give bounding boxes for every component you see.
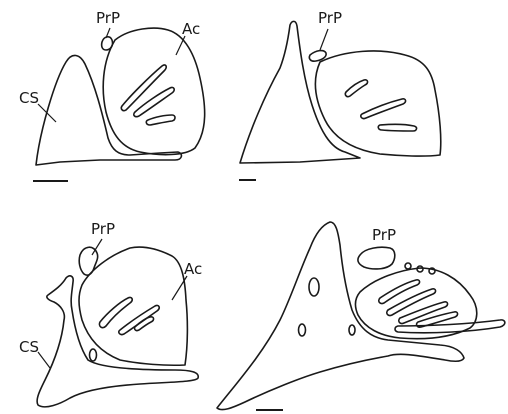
panel-top-right: PrP <box>239 9 441 180</box>
label-cs: CS <box>19 338 39 356</box>
cs-foramen-3 <box>349 325 355 335</box>
label-ac: Ac <box>184 260 202 278</box>
cs-leader <box>38 104 56 122</box>
label-prp: PrP <box>91 220 115 238</box>
ac-outline <box>315 51 440 156</box>
ac-slit-1 <box>99 297 132 327</box>
ac-slit-1 <box>379 280 420 304</box>
label-cs: CS <box>19 89 39 107</box>
cs-foramen-1 <box>309 278 319 296</box>
ac-slit-2 <box>134 87 174 116</box>
cs-bone-outline <box>217 222 464 410</box>
prp-outline <box>102 37 113 50</box>
panel-bottom-left: PrP Ac CS <box>19 220 202 407</box>
ac-slit-3 <box>146 115 175 125</box>
label-ac: Ac <box>182 20 200 38</box>
cs-foramen <box>90 349 97 361</box>
ac-outline <box>356 268 477 339</box>
ac-slit-3 <box>378 124 416 131</box>
ac-extension <box>395 320 505 333</box>
cs-bone-outline <box>36 55 181 165</box>
panel-bottom-right: PrP <box>217 222 505 410</box>
cs-bone-outline <box>240 21 360 163</box>
label-prp: PrP <box>318 9 342 27</box>
prp-leader <box>320 29 328 50</box>
label-prp: PrP <box>96 9 120 27</box>
label-prp: PrP <box>372 226 396 244</box>
prp-outline <box>358 247 395 269</box>
ac-leader <box>176 36 185 55</box>
ac-outline <box>103 28 204 154</box>
cs-foramen-2 <box>299 324 306 336</box>
cs-leader <box>38 352 50 368</box>
ac-slit-1 <box>345 80 367 97</box>
ac-slit-2 <box>361 99 406 119</box>
ac-slit-2 <box>387 289 436 316</box>
prp-granule-1 <box>405 263 411 269</box>
panel-top-left: PrP Ac CS <box>19 9 205 181</box>
ac-slit-3 <box>135 317 154 331</box>
